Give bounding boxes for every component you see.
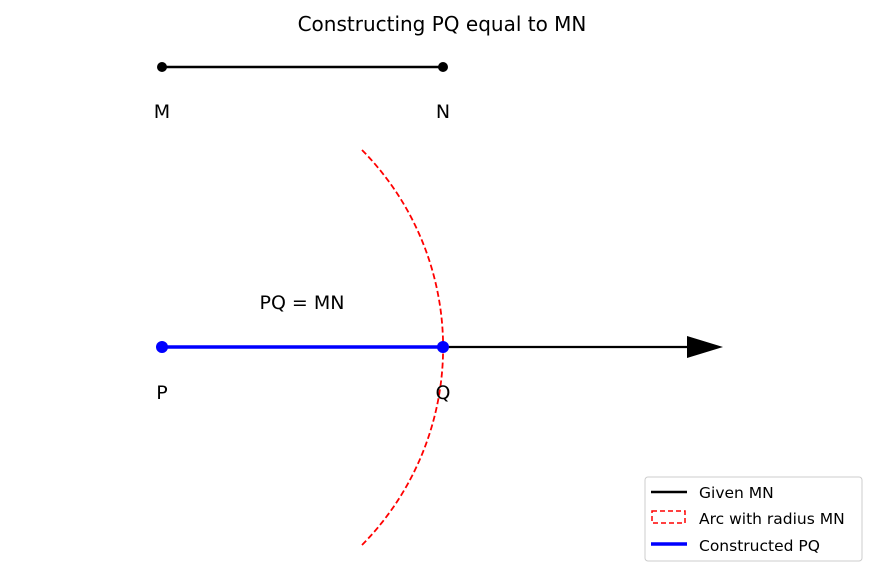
diagram-title: Constructing PQ equal to MN (298, 12, 587, 36)
given-segment-mn (157, 62, 448, 72)
label-m: M (154, 101, 170, 123)
label-p: P (156, 382, 167, 404)
equality-annotation: PQ = MN (259, 292, 344, 314)
legend-frame (644, 476, 863, 562)
legend-swatch-arc (651, 510, 686, 524)
legend-label-arc: Arc with radius MN (699, 510, 845, 528)
point-m (157, 62, 167, 72)
label-n: N (436, 101, 450, 123)
legend-label-constructed: Constructed PQ (699, 537, 820, 555)
ray-arrowhead (687, 336, 723, 358)
point-p (156, 341, 168, 353)
point-q (437, 341, 449, 353)
legend-label-given: Given MN (699, 484, 774, 502)
label-q: Q (436, 382, 451, 404)
legend: Given MN Arc with radius MN Constructed … (644, 476, 863, 562)
point-n (438, 62, 448, 72)
